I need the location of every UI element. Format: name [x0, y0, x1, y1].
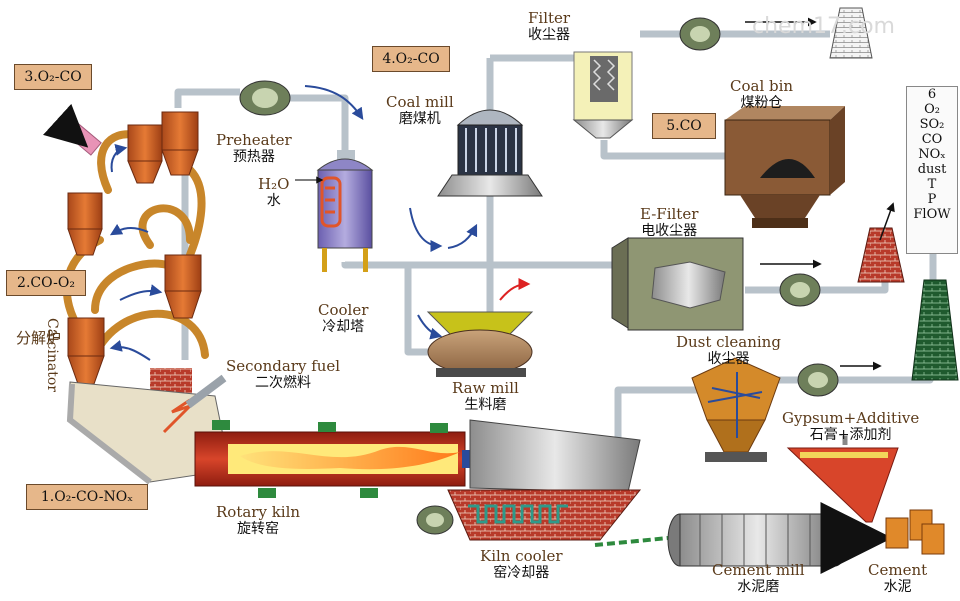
label-calcinator-cn: 分解炉: [16, 329, 62, 347]
process-arrows: [304, 85, 478, 340]
fan-efilter: [779, 273, 821, 307]
measure-point-4: 4.O₂-CO: [372, 46, 450, 72]
measure-point-2: 2.CO-O₂: [6, 270, 86, 296]
measure-point-5: 5.CO: [652, 113, 716, 139]
parameter-nox: NOₓ: [918, 147, 946, 162]
coal-mill: [437, 109, 543, 197]
feed-arrow: [43, 103, 89, 148]
gypsum-hopper: [786, 436, 899, 523]
parameter-so2: SO₂: [919, 117, 945, 132]
kiln-cooler: [447, 489, 642, 541]
coal-bin: [724, 106, 845, 228]
cement-mill: [667, 513, 848, 567]
measured-parameters-panel: 6 O₂ SO₂ CO NOₓ dust T P FlOW: [906, 86, 958, 254]
electro-filter: [611, 237, 744, 331]
fan-filter: [679, 17, 721, 51]
raw-mill: [426, 311, 534, 377]
secondary-fuel-pipe: [185, 374, 227, 409]
parameter-count: 6: [927, 87, 937, 102]
preheater-flow-arrows: [109, 144, 163, 361]
cyclones: [64, 111, 202, 385]
chimney-top: [829, 7, 873, 59]
parameter-dust: dust: [917, 162, 947, 177]
fan-preheater: [239, 80, 291, 116]
parameter-flow: FlOW: [913, 207, 951, 222]
measure-point-1: 1.O₂-CO-NOₓ: [26, 484, 148, 510]
cooler-tower: [316, 150, 374, 272]
exhaust-arrows: [745, 17, 895, 371]
watermark: chem17.com: [752, 14, 895, 39]
fan-dust: [797, 363, 839, 397]
chimney-main: [911, 279, 959, 381]
rotary-kiln: [194, 420, 484, 498]
hot-gas-arrow: [499, 278, 531, 301]
label-calcinator-en: Calcinator: [44, 318, 60, 392]
fan-kiln-cooler: [416, 505, 454, 535]
bag-filter: [572, 51, 634, 139]
secondary-flame: [162, 398, 192, 434]
parameter-t: T: [927, 177, 937, 192]
cement-bags: [885, 509, 945, 555]
dust-cleaning: [691, 357, 781, 462]
parameter-co: CO: [921, 132, 943, 147]
measure-point-3: 3.O₂-CO: [14, 64, 92, 90]
parameter-o2: O₂: [924, 102, 940, 117]
parameter-p: P: [927, 192, 937, 207]
